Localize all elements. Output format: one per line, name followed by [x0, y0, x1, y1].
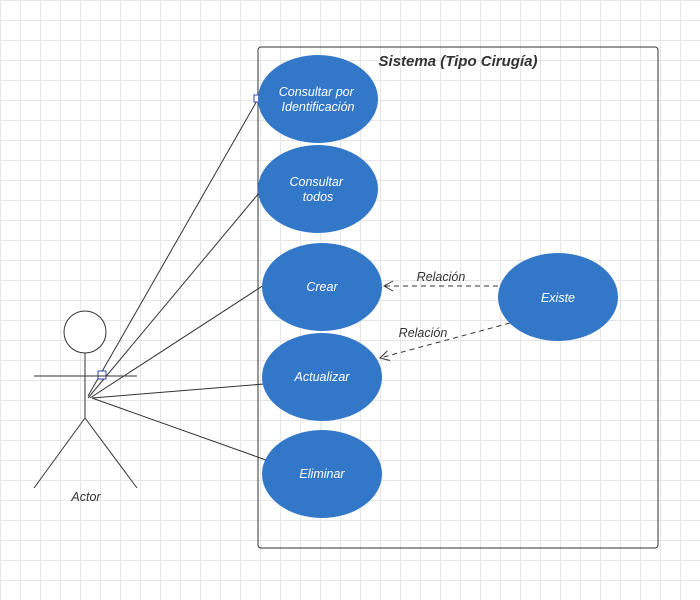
- association-consultar-todos[interactable]: [87, 192, 260, 399]
- relation-label-crear: Relación: [417, 270, 466, 284]
- use-case-label: Actualizar: [294, 370, 351, 384]
- actor-left-leg: [33, 417, 86, 489]
- use-case-label: Crear: [306, 280, 338, 294]
- use-case-consultar-id[interactable]: Consultar por Identificación: [258, 55, 378, 143]
- selection-handle-bottom[interactable]: [97, 370, 107, 380]
- use-case-label: Identificación: [282, 100, 355, 114]
- association-actualizar[interactable]: [91, 383, 265, 399]
- actor-head: [63, 310, 107, 354]
- use-case-actualizar[interactable]: Actualizar: [262, 333, 382, 421]
- associations: [87, 98, 267, 461]
- relation-label-actualizar: Relación: [399, 326, 448, 340]
- use-case-label: Consultar: [290, 175, 344, 189]
- use-case-label: Existe: [541, 291, 575, 305]
- use-case-consultar-todos[interactable]: Consultar todos: [258, 145, 378, 233]
- use-case-eliminar[interactable]: Eliminar: [262, 430, 382, 518]
- system-title: Sistema (Tipo Cirugía): [379, 53, 538, 70]
- use-case-label: Eliminar: [299, 467, 345, 481]
- relation-existe-actualizar[interactable]: [379, 322, 511, 361]
- actor-label: Actor: [70, 490, 101, 504]
- svg-text:Consultar todos: Consultar todos: [290, 175, 347, 204]
- actor-right-leg: [84, 417, 138, 489]
- association-eliminar[interactable]: [91, 397, 267, 461]
- actor-figure[interactable]: [33, 310, 138, 489]
- association-consultar-id[interactable]: [87, 98, 259, 397]
- use-case-label: todos: [303, 190, 334, 204]
- svg-text:Consultar por Identifica: Consultar por Identificación: [279, 85, 358, 114]
- association-crear[interactable]: [89, 284, 265, 399]
- use-case-crear[interactable]: Crear: [262, 243, 382, 331]
- use-case-existe[interactable]: Existe: [498, 253, 618, 341]
- system-boundary[interactable]: [257, 46, 659, 549]
- use-case-label: Consultar por: [279, 85, 355, 99]
